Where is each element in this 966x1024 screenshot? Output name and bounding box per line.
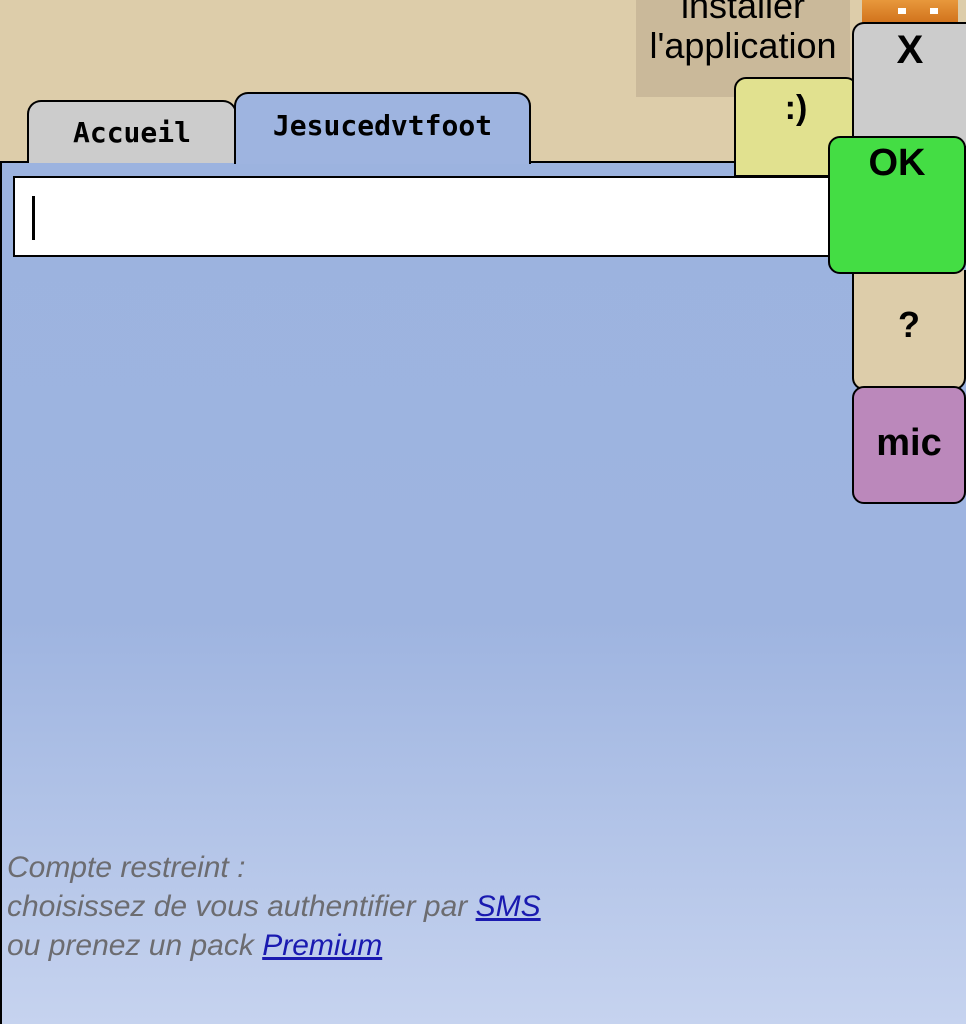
help-label: ? (898, 304, 920, 345)
message-input[interactable] (13, 176, 831, 257)
install-label-line2: l'application (649, 25, 837, 66)
tab-accueil[interactable]: Accueil (27, 100, 237, 163)
premium-link[interactable]: Premium (262, 929, 383, 962)
tab-jesucedvtfoot[interactable]: Jesucedvtfoot (234, 92, 531, 164)
notice-line2-text: choisissez de vous authentifier par (7, 890, 476, 923)
ok-button[interactable]: OK (828, 136, 966, 274)
tab-accueil-label: Accueil (72, 116, 191, 149)
smiley-label: :) (784, 89, 808, 127)
sms-link[interactable]: SMS (475, 890, 541, 923)
close-label: X (896, 28, 924, 72)
install-label-line1: installer (680, 0, 806, 26)
notice-line3: ou prenez un pack Premium (7, 926, 707, 965)
notice-line1: Compte restreint : (7, 851, 246, 884)
ok-label: OK (868, 142, 926, 184)
mic-button[interactable]: mic (852, 386, 966, 504)
notice-line2: choisissez de vous authentifier par SMS (7, 887, 707, 926)
tab-jesucedvtfoot-label: Jesucedvtfoot (272, 108, 493, 142)
close-button[interactable]: X (852, 22, 966, 148)
help-button[interactable]: ? (852, 270, 966, 390)
text-caret (32, 196, 35, 240)
notice-line3-text: ou prenez un pack (7, 929, 263, 962)
restricted-account-notice: Compte restreint : choisissez de vous au… (7, 848, 707, 965)
app-logo-icon[interactable] (862, 0, 958, 24)
chat-content-area (0, 161, 966, 1024)
mic-label: mic (876, 422, 942, 464)
